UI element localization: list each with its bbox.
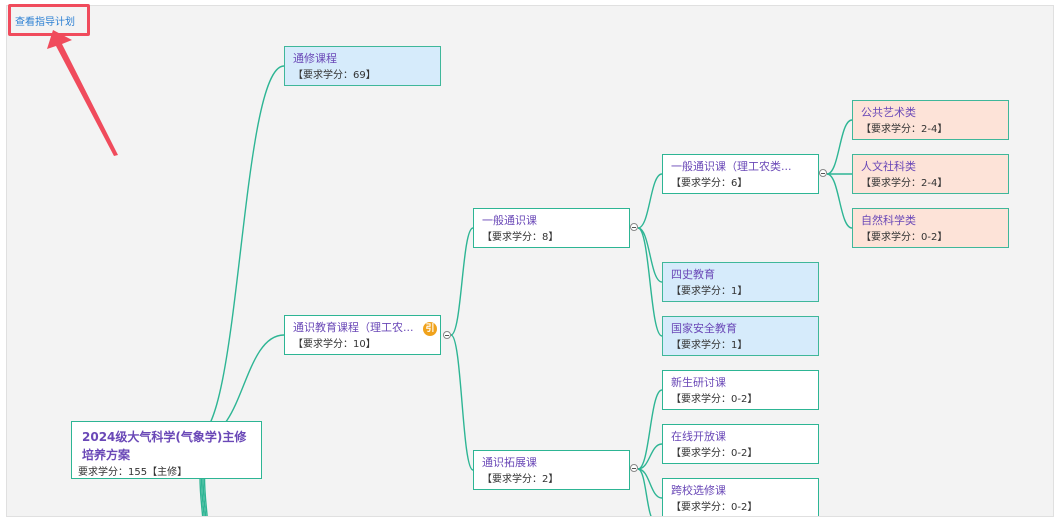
connector-line	[637, 227, 663, 337]
node-title: 一般通识课	[482, 214, 537, 227]
node-credits: 【要求学分：2-4】	[861, 124, 948, 135]
node-credits: 【要求学分：10】	[293, 339, 376, 350]
connector-line	[200, 475, 205, 516]
node-title: 通识教育课程（理工农...	[293, 321, 414, 334]
connector-line	[826, 173, 853, 229]
node-general-extension[interactable]: 通识拓展课 【要求学分：2】	[473, 450, 630, 490]
connector-line	[202, 475, 207, 516]
node-cross-school-elective[interactable]: 跨校选修课 【要求学分：0-2】	[662, 478, 819, 516]
root-title: 2024级大气科学(气象学)主修培养方案	[82, 430, 247, 462]
node-credits: 【要求学分：2-4】	[861, 178, 948, 189]
connector-line	[203, 475, 208, 516]
node-credits: 【要求学分：8】	[482, 232, 559, 243]
node-credits: 【要求学分：0-2】	[671, 394, 758, 405]
node-credits: 【要求学分：0-2】	[671, 448, 758, 459]
connector-line	[196, 65, 285, 437]
root-credits: 要求学分：155【主修】	[78, 467, 188, 478]
connector-line	[199, 475, 204, 516]
node-national-security[interactable]: 国家安全教育 【要求学分：1】	[662, 316, 819, 356]
node-title: 四史教育	[671, 268, 715, 281]
node-title: 一般通识课（理工农类...	[671, 160, 792, 173]
view-plan-highlight-box: 查看指导计划	[8, 4, 90, 36]
node-general-elective-science[interactable]: 一般通识课（理工农类... 【要求学分：6】	[662, 154, 819, 194]
node-credits: 【要求学分：1】	[671, 340, 748, 351]
node-credits: 【要求学分：1】	[671, 286, 748, 297]
node-title: 自然科学类	[861, 214, 916, 227]
node-general-elective[interactable]: 一般通识课 【要求学分：8】	[473, 208, 630, 248]
node-title: 人文社科类	[861, 160, 916, 173]
connector-lines	[196, 65, 853, 516]
connector-line	[826, 119, 853, 175]
node-title: 在线开放课	[671, 430, 726, 443]
node-title: 新生研讨课	[671, 376, 726, 389]
node-humanities[interactable]: 人文社科类 【要求学分：2-4】	[852, 154, 1009, 194]
node-title: 通识拓展课	[482, 456, 537, 469]
root-node-program[interactable]: 2024级大气科学(气象学)主修培养方案 要求学分：155【主修】	[71, 421, 262, 479]
collapse-toggle-icon[interactable]	[630, 464, 638, 472]
connector-line	[637, 389, 663, 470]
collapse-toggle-icon[interactable]	[443, 331, 451, 339]
node-natural-science[interactable]: 自然科学类 【要求学分：0-2】	[852, 208, 1009, 248]
collapse-toggle-icon[interactable]	[819, 169, 827, 177]
node-credits: 【要求学分：2】	[482, 474, 559, 485]
node-general-education[interactable]: 通识教育课程（理工农... 【要求学分：10】	[284, 315, 441, 355]
connector-line	[450, 334, 474, 471]
node-title: 跨校选修课	[671, 484, 726, 497]
mind-map-canvas[interactable]: 2024级大气科学(气象学)主修培养方案 要求学分：155【主修】 通修课程 【…	[6, 5, 1054, 517]
node-public-arts[interactable]: 公共艺术类 【要求学分：2-4】	[852, 100, 1009, 140]
node-freshman-seminar[interactable]: 新生研讨课 【要求学分：0-2】	[662, 370, 819, 410]
node-title: 国家安全教育	[671, 322, 737, 335]
connector-line	[637, 468, 663, 499]
node-four-histories[interactable]: 四史教育 【要求学分：1】	[662, 262, 819, 302]
collapse-toggle-icon[interactable]	[630, 223, 638, 231]
node-credits: 【要求学分：0-2】	[861, 232, 948, 243]
view-guidance-plan-link[interactable]: 查看指导计划	[15, 17, 75, 28]
reference-badge-icon[interactable]: 引	[423, 322, 437, 336]
connector-line	[637, 443, 663, 470]
node-title: 公共艺术类	[861, 106, 916, 119]
node-credits: 【要求学分：0-2】	[671, 502, 758, 513]
node-general-courses[interactable]: 通修课程 【要求学分：69】	[284, 46, 441, 86]
node-credits: 【要求学分：69】	[293, 70, 376, 81]
connector-line	[637, 468, 652, 516]
connector-line	[450, 227, 474, 336]
node-credits: 【要求学分：6】	[671, 178, 748, 189]
connector-line	[637, 173, 663, 229]
node-online-open-course[interactable]: 在线开放课 【要求学分：0-2】	[662, 424, 819, 464]
node-title: 通修课程	[293, 52, 337, 65]
